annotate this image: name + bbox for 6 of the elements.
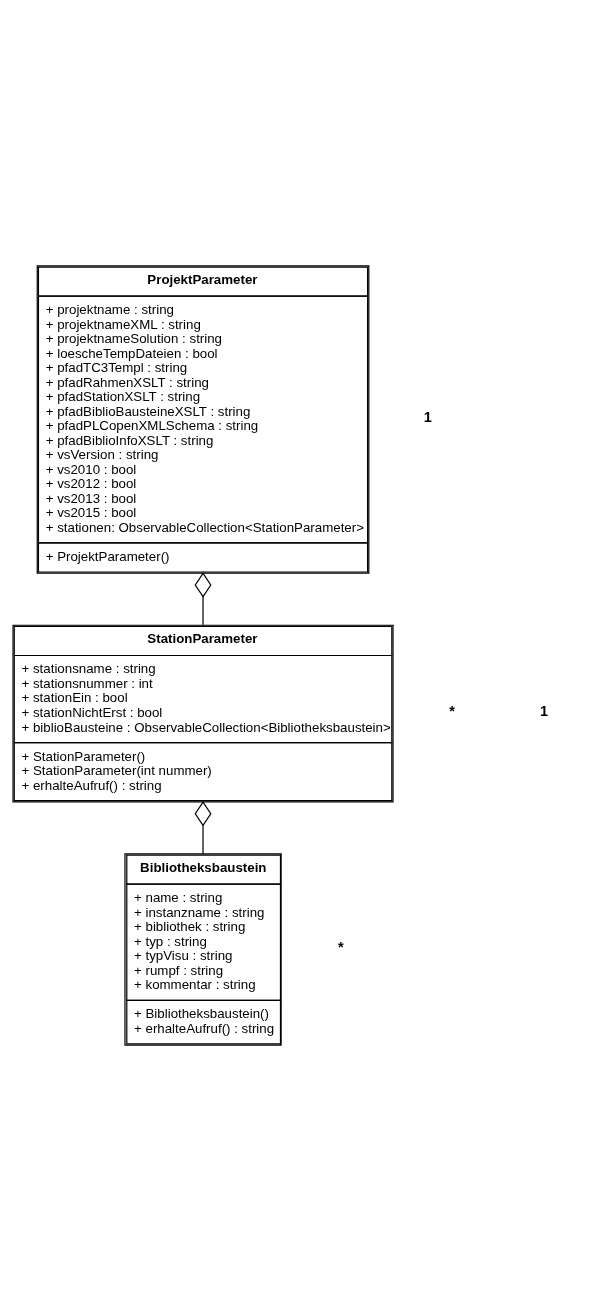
label: 1	[423, 408, 432, 425]
label: 1	[540, 702, 549, 719]
connector	[194, 800, 212, 854]
label: *	[449, 702, 455, 719]
connector	[194, 571, 212, 625]
label: *	[337, 938, 344, 955]
